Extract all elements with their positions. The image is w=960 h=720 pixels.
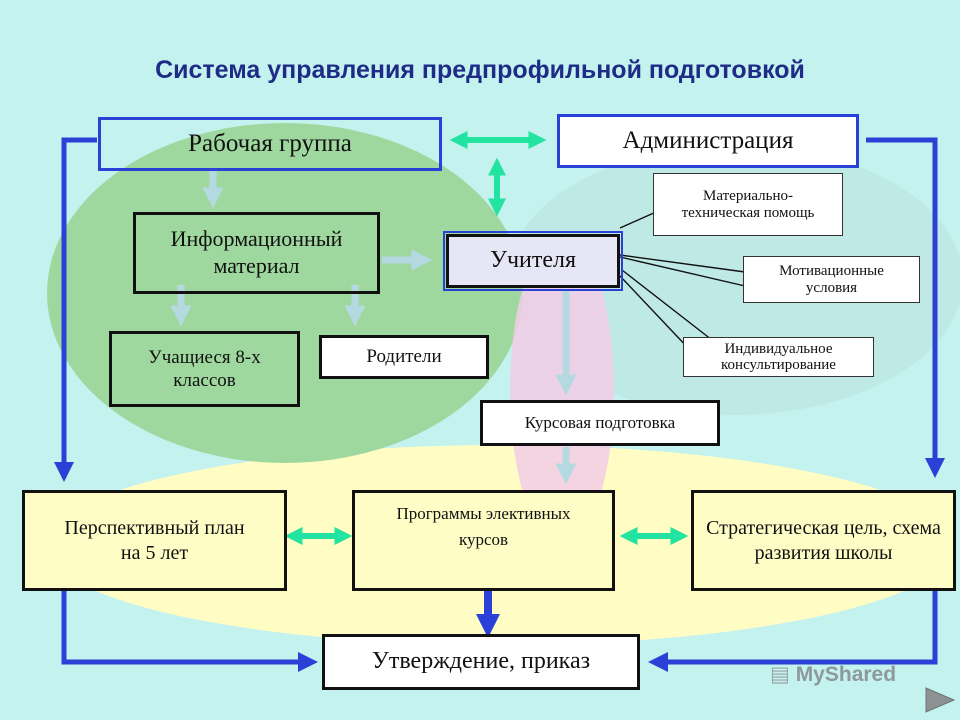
node-approval: Утверждение, приказ — [322, 634, 640, 690]
callout-line-consulting — [621, 269, 713, 341]
arrow-plan-to-approval — [61, 590, 318, 672]
node-students: Учащиеся 8-х классов — [109, 331, 300, 407]
watermark: ▤ MyShared — [770, 662, 896, 687]
node-info-material: Информационный материал — [133, 212, 380, 294]
watermark-brand: MyShared — [795, 663, 897, 686]
callout-line-motivation-2 — [619, 256, 746, 287]
node-teachers: Учителя — [443, 231, 623, 291]
callout-line-material — [619, 211, 657, 229]
callout-consulting: Индивидуальное консультирование — [683, 337, 874, 377]
callout-line-consulting-2 — [619, 275, 691, 351]
node-programs: Программы элективных курсов — [352, 490, 615, 591]
watermark-logo-icon: ▤ — [770, 663, 790, 686]
node-working-group: Рабочая группа — [98, 117, 442, 171]
callout-line-motivation — [619, 254, 746, 273]
arrow-admin-to-strategy — [866, 137, 945, 478]
callout-material-help: Материально-техническая помощь — [653, 173, 843, 236]
callout-motivation: Мотивационные условия — [743, 256, 920, 303]
diagram-title: Система управления предпрофильной подгот… — [155, 56, 805, 84]
node-parents: Родители — [319, 335, 489, 379]
node-administration: Администрация — [557, 114, 859, 168]
node-course-training: Курсовая подготовка — [480, 400, 720, 446]
arrow-strategy-to-approval — [648, 590, 938, 672]
arrow-workgroup-to-plan — [54, 137, 97, 482]
node-strategic-goal: Стратегическая цель, схема развития школ… — [691, 490, 956, 591]
next-slide-icon[interactable] — [924, 686, 956, 714]
node-plan: Перспективный план на 5 лет — [22, 490, 287, 591]
